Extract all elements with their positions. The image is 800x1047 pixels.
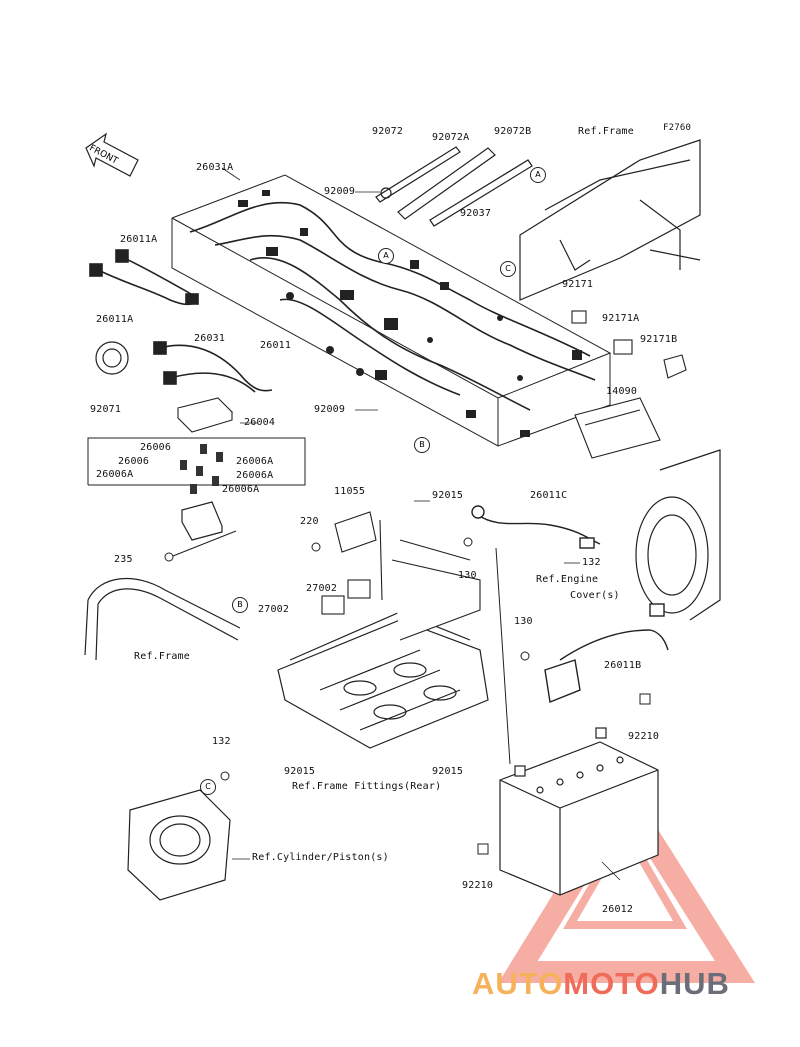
main-harness-panel (171, 174, 612, 447)
label-26006-2: 26006 (118, 456, 150, 467)
engine-cover (635, 449, 721, 621)
label-26012: 26012 (602, 904, 634, 915)
label-26031A: 26031A (196, 162, 234, 173)
label-92009-mid: 92009 (314, 404, 346, 415)
frame-top-right (519, 139, 701, 301)
label-ref-frame-fittings: Ref.Frame Fittings(Rear) (292, 781, 442, 792)
callout-a-harness: A (378, 248, 394, 264)
sub-harness-26011A (89, 249, 199, 306)
label-92171B: 92171B (640, 334, 678, 345)
bolt-130 (463, 537, 530, 661)
label-27002-a: 27002 (306, 583, 338, 594)
label-92071: 92071 (90, 404, 122, 415)
harness-connectors (238, 190, 582, 437)
bolt-235 (164, 552, 174, 562)
label-132-a: 132 (582, 557, 601, 568)
bolt-132 (220, 771, 230, 781)
label-ref-engine-cover-1: Ref.Engine (536, 574, 599, 585)
cover-14090 (574, 397, 661, 459)
label-92015-bottom-right: 92015 (432, 766, 464, 777)
clamps-92171 (571, 310, 687, 379)
watermark-hub: HUB (659, 966, 730, 1001)
label-92171A: 92171A (602, 313, 640, 324)
label-220: 220 (300, 516, 319, 527)
label-26006-1: 26006 (140, 442, 172, 453)
label-92015-top: 92015 (432, 490, 464, 501)
label-26011A-top: 26011A (120, 234, 158, 245)
bracket-11055 (334, 511, 481, 641)
nuts-92210 (477, 693, 651, 855)
label-26011A-bottom: 26011A (96, 314, 134, 325)
grommet-92071 (95, 341, 129, 375)
bolt-220 (311, 542, 321, 552)
label-92015-bottom-left: 92015 (284, 766, 316, 777)
label-26011B: 26011B (604, 660, 642, 671)
callout-a-frame: A (530, 167, 546, 183)
label-ref-frame-top: Ref.Frame (578, 126, 634, 137)
frame-left (84, 577, 241, 661)
callout-b-frame: B (232, 597, 248, 613)
callout-c: C (500, 261, 516, 277)
dampers-27002 (321, 579, 371, 615)
label-26004: 26004 (244, 417, 276, 428)
label-ref-cylinder: Ref.Cylinder/Piston(s) (252, 852, 389, 863)
label-26031: 26031 (194, 333, 226, 344)
watermark-text: AUTOMOTOHUB (472, 966, 730, 1002)
callout-c-cylinder: C (200, 779, 216, 795)
cable-ties (375, 146, 533, 227)
label-132-b: 132 (212, 736, 231, 747)
cylinder-head (127, 789, 231, 901)
sub-harness-26031 (153, 341, 273, 393)
fuses-26006 (180, 444, 223, 494)
label-26011: 26011 (260, 340, 292, 351)
label-92009-top: 92009 (324, 186, 356, 197)
label-92072B: 92072B (494, 126, 532, 137)
diagram-code: F2760 (663, 123, 692, 133)
label-26011C: 26011C (530, 490, 568, 501)
label-92210-right: 92210 (628, 731, 660, 742)
callout-b-harness: B (414, 437, 430, 453)
leader-lines (221, 167, 621, 881)
label-92072: 92072 (372, 126, 404, 137)
label-92072A: 92072A (432, 132, 470, 143)
label-92171: 92171 (562, 279, 594, 290)
label-235: 235 (114, 554, 133, 565)
cable-26011C (471, 505, 601, 549)
fuse-group-box (87, 437, 306, 486)
battery-tray (277, 611, 489, 749)
label-ref-engine-cover-2: Cover(s) (570, 590, 620, 601)
front-arrow-icon (85, 132, 139, 177)
label-14090: 14090 (606, 386, 638, 397)
watermark-auto: AUTO (472, 966, 564, 1001)
label-130-a: 130 (458, 570, 477, 581)
watermark-moto: MOTO (563, 966, 660, 1001)
label-11055: 11055 (334, 486, 366, 497)
label-26006A-1: 26006A (236, 456, 274, 467)
label-ref-frame-left: Ref.Frame (134, 651, 190, 662)
relay-26004 (176, 397, 234, 433)
label-26006A-4: 26006A (222, 484, 260, 495)
label-92037: 92037 (460, 208, 492, 219)
cable-26011B (544, 603, 669, 703)
label-26006A-2: 26006A (96, 469, 134, 480)
label-92210-left: 92210 (462, 880, 494, 891)
fuse-box-26004 (181, 501, 223, 541)
label-26006A-3: 26006A (236, 470, 274, 481)
label-27002-b: 27002 (258, 604, 290, 615)
label-130-b: 130 (514, 616, 533, 627)
battery-26012 (499, 727, 659, 896)
